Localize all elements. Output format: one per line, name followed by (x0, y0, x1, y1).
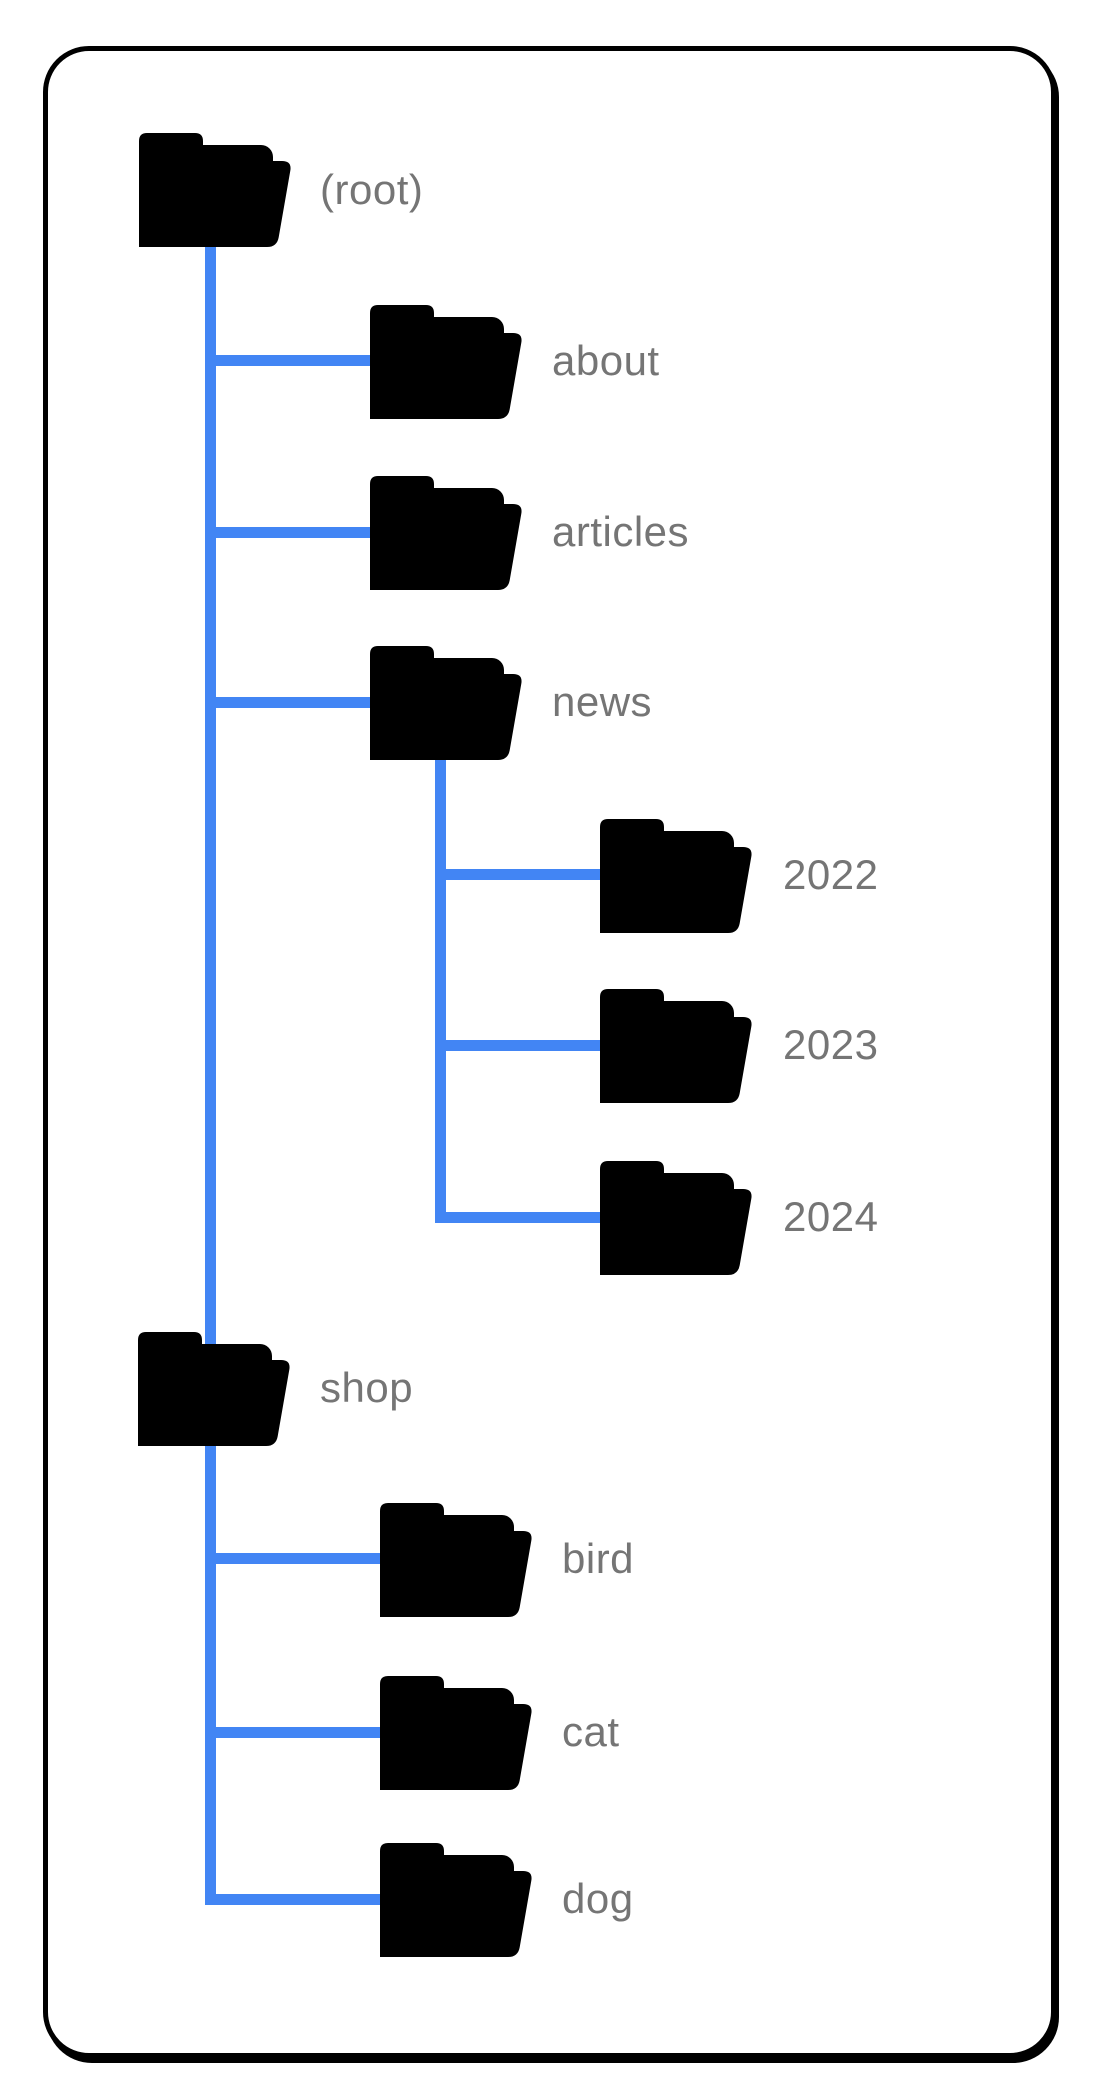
folder-icon-2023 (600, 989, 752, 1103)
diagram-card (43, 46, 1056, 2058)
folder-label-bird: bird (562, 1535, 635, 1582)
connector-shop-dog (205, 1894, 387, 1905)
folder-icon-cat (380, 1676, 532, 1790)
folder-label-root: (root) (320, 166, 424, 213)
folder-icon-shop (138, 1332, 290, 1446)
folder-icon-articles (370, 476, 522, 590)
folder-label-articles: articles (552, 508, 690, 555)
folder-icon-root (139, 133, 291, 247)
folder-label-shop: shop (320, 1364, 414, 1411)
connector-root-news (205, 697, 375, 708)
folder-label-dog: dog (562, 1875, 634, 1922)
folder-label-2024: 2024 (783, 1193, 879, 1240)
folder-label-about: about (552, 337, 660, 384)
folder-label-2023: 2023 (783, 1021, 879, 1068)
folder-icon-2022 (600, 819, 752, 933)
folder-icon-news (370, 646, 522, 760)
folder-label-cat: cat (562, 1708, 620, 1755)
connector-news-2023 (435, 1040, 607, 1051)
connector-root-about (205, 355, 378, 366)
connector-news-trunk (435, 750, 446, 1223)
connector-news-2022 (435, 869, 607, 880)
connector-root-trunk (205, 240, 216, 1905)
folder-icon-2024 (600, 1161, 752, 1275)
folder-icon-bird (380, 1503, 532, 1617)
connector-root-articles (205, 527, 378, 538)
folder-icon-dog (380, 1843, 532, 1957)
connector-shop-bird (205, 1553, 387, 1564)
folder-icon-about (370, 305, 522, 419)
folder-label-2022: 2022 (783, 851, 879, 898)
connector-news-2024 (435, 1212, 607, 1223)
connector-shop-cat (205, 1727, 387, 1738)
folder-label-news: news (552, 678, 653, 725)
